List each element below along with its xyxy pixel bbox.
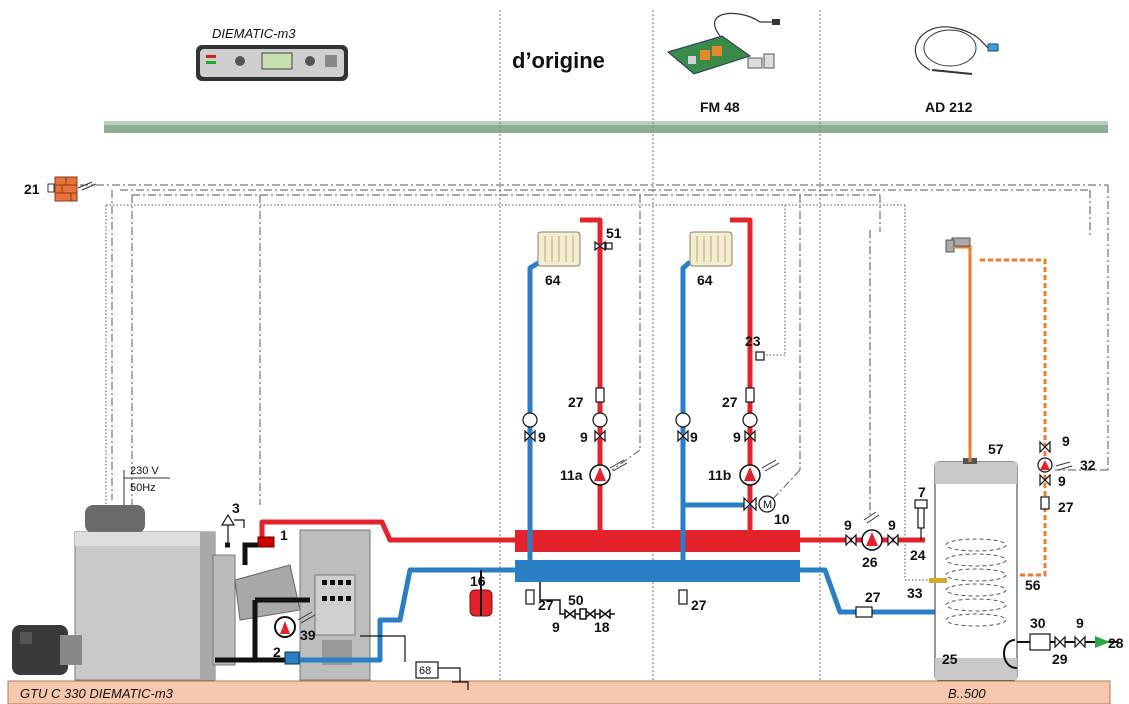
pump-11b <box>739 464 761 486</box>
diematic-controller-image <box>196 45 348 81</box>
fm48-label: FM 48 <box>700 99 740 115</box>
tap <box>945 237 971 253</box>
circuit-fittings <box>522 387 758 605</box>
safety-thermostat <box>755 351 765 361</box>
tank-label: B..500 <box>948 686 986 701</box>
label-27-e: 27 <box>865 589 881 605</box>
label-9-b: 9 <box>580 429 588 445</box>
label-27-b: 27 <box>691 597 707 613</box>
dhw-fittings <box>845 499 928 618</box>
label-29: 29 <box>1052 651 1068 667</box>
svg-text:M: M <box>763 499 772 511</box>
label-39: 39 <box>300 627 316 643</box>
label-28: 28 <box>1108 635 1124 651</box>
label-27-c: 27 <box>568 394 584 410</box>
label-32: 32 <box>1080 457 1096 473</box>
label-30: 30 <box>1030 615 1046 631</box>
label-16: 16 <box>470 573 486 589</box>
power-frequency: 50Hz <box>130 482 156 494</box>
label-3: 3 <box>232 500 240 516</box>
label-25: 25 <box>942 651 958 667</box>
label-27-f: 27 <box>1058 499 1074 515</box>
label-24: 24 <box>910 547 926 563</box>
original-label: d’origine <box>512 48 605 73</box>
outdoor-sensor <box>47 176 78 202</box>
label-51: 51 <box>606 225 622 241</box>
burner <box>12 625 82 675</box>
label-33: 33 <box>907 585 923 601</box>
safety-valve <box>220 513 245 545</box>
label-2: 2 <box>273 644 281 660</box>
dhw-recirculation <box>980 258 1047 577</box>
dhw-hot-outlet <box>955 245 972 462</box>
label-26: 26 <box>862 554 878 570</box>
label-9-g: 9 <box>1062 433 1070 449</box>
label-7: 7 <box>918 484 926 500</box>
dhw-tank <box>929 458 1018 681</box>
cold-manifold <box>515 560 800 582</box>
actuator-marks <box>77 181 1073 624</box>
radiator-valve <box>594 240 613 252</box>
label-9-a: 9 <box>538 429 546 445</box>
ad212-label: AD 212 <box>925 99 973 115</box>
control-wiring <box>80 184 1109 515</box>
pump-11a <box>589 464 611 486</box>
fm48-module-image <box>666 12 780 75</box>
cold-return-pipes <box>290 259 935 663</box>
label-27-a: 27 <box>538 597 554 613</box>
flue-system <box>234 529 371 681</box>
label-11b: 11b <box>708 467 731 483</box>
hot-flow-pipes <box>259 217 925 545</box>
power-voltage: 230 V <box>130 465 159 477</box>
neutraliser <box>360 635 469 690</box>
floor-strip <box>7 680 1111 704</box>
label-56: 56 <box>1025 577 1041 593</box>
radiator-2 <box>689 231 733 267</box>
label-1: 1 <box>280 527 288 543</box>
mixing-valve: M <box>743 495 776 513</box>
boiler <box>74 505 236 681</box>
label-10: 10 <box>774 511 790 527</box>
label-9-f: 9 <box>888 517 896 533</box>
label-18: 18 <box>594 619 610 635</box>
label-9-e: 9 <box>844 517 852 533</box>
label-68: 68 <box>419 665 431 677</box>
label-9-i: 9 <box>1076 615 1084 631</box>
dhw-charging-pump <box>861 529 883 551</box>
hot-manifold <box>515 530 800 552</box>
expansion-vessel <box>469 570 493 617</box>
label-11a: 11a <box>560 467 583 483</box>
label-9-h: 9 <box>1058 473 1066 489</box>
ad212-sensor-image <box>914 26 999 75</box>
label-57: 57 <box>988 441 1004 457</box>
label-50: 50 <box>568 592 584 608</box>
label-9-d: 9 <box>733 429 741 445</box>
inlet-fittings <box>1029 633 1086 651</box>
drain-assembly <box>539 582 615 620</box>
label-23: 23 <box>745 333 761 349</box>
boiler-label: GTU C 330 DIEMATIC-m3 <box>20 686 174 701</box>
controller-label: DIEMATIC-m3 <box>212 26 296 41</box>
radiator-1 <box>537 231 581 267</box>
boiler-loop <box>215 542 310 663</box>
label-9-drain: 9 <box>552 619 560 635</box>
label-27-d: 27 <box>722 394 738 410</box>
label-9-c: 9 <box>690 429 698 445</box>
label-64-a: 64 <box>545 272 561 288</box>
label-21: 21 <box>24 181 40 197</box>
label-64-b: 64 <box>697 272 713 288</box>
